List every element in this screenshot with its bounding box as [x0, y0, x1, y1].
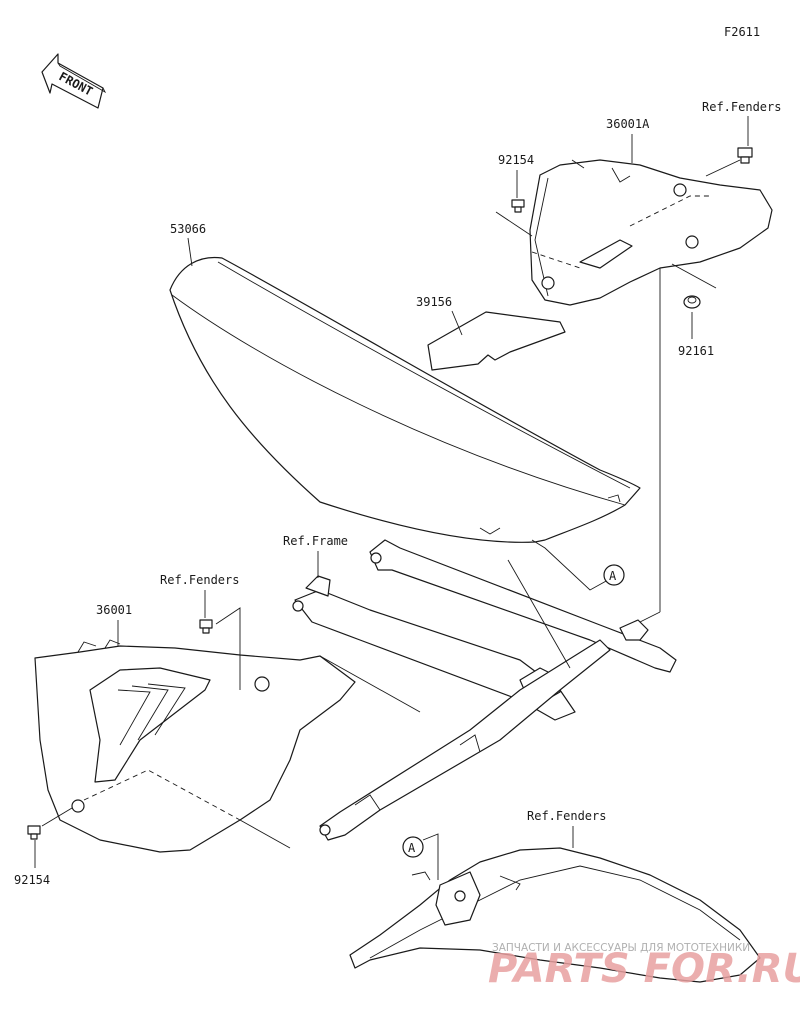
seat-pad: [427, 311, 566, 371]
figure-code: F2611: [724, 25, 760, 39]
callout-a-top: A: [603, 564, 625, 586]
left-fender-bolt-icon: [199, 619, 213, 634]
ref-fenders-top-label: Ref.Fenders: [702, 100, 781, 114]
right-side-cover: [529, 159, 773, 306]
seat-pad-label: 39156: [416, 295, 452, 309]
left-side-cover: [34, 639, 356, 853]
collar-label: 92161: [678, 344, 714, 358]
rear-fender: [349, 847, 761, 983]
right-cover-label: 36001A: [606, 117, 650, 131]
callout-a-bottom-label: A: [408, 841, 416, 855]
left-cover-label: 36001: [96, 603, 132, 617]
seat: [169, 256, 641, 543]
ref-fenders-bottom-label: Ref.Fenders: [527, 809, 606, 823]
watermark-tagline: ЗАПЧАСТИ И АКСЕССУАРЫ ДЛЯ МОТОТЕХНИКИ: [492, 942, 750, 954]
bolt-left-label: 92154: [14, 873, 50, 887]
bolt-top-label: 92154: [498, 153, 534, 167]
subframe: [292, 539, 677, 841]
ref-frame-label: Ref.Frame: [283, 534, 348, 548]
front-arrow-icon: FRONT: [41, 53, 107, 109]
callout-a-top-label: A: [609, 569, 617, 583]
fender-bolt-icon: [737, 147, 753, 164]
bolt-icon: [511, 199, 525, 213]
watermark-brand: PARTS FOR.RU: [488, 946, 800, 992]
ref-fenders-left-label: Ref.Fenders: [160, 573, 239, 587]
left-bolt-icon: [27, 825, 41, 840]
seat-label: 53066: [170, 222, 206, 236]
callout-a-bottom: A: [402, 836, 424, 858]
collar-icon: [683, 295, 701, 309]
